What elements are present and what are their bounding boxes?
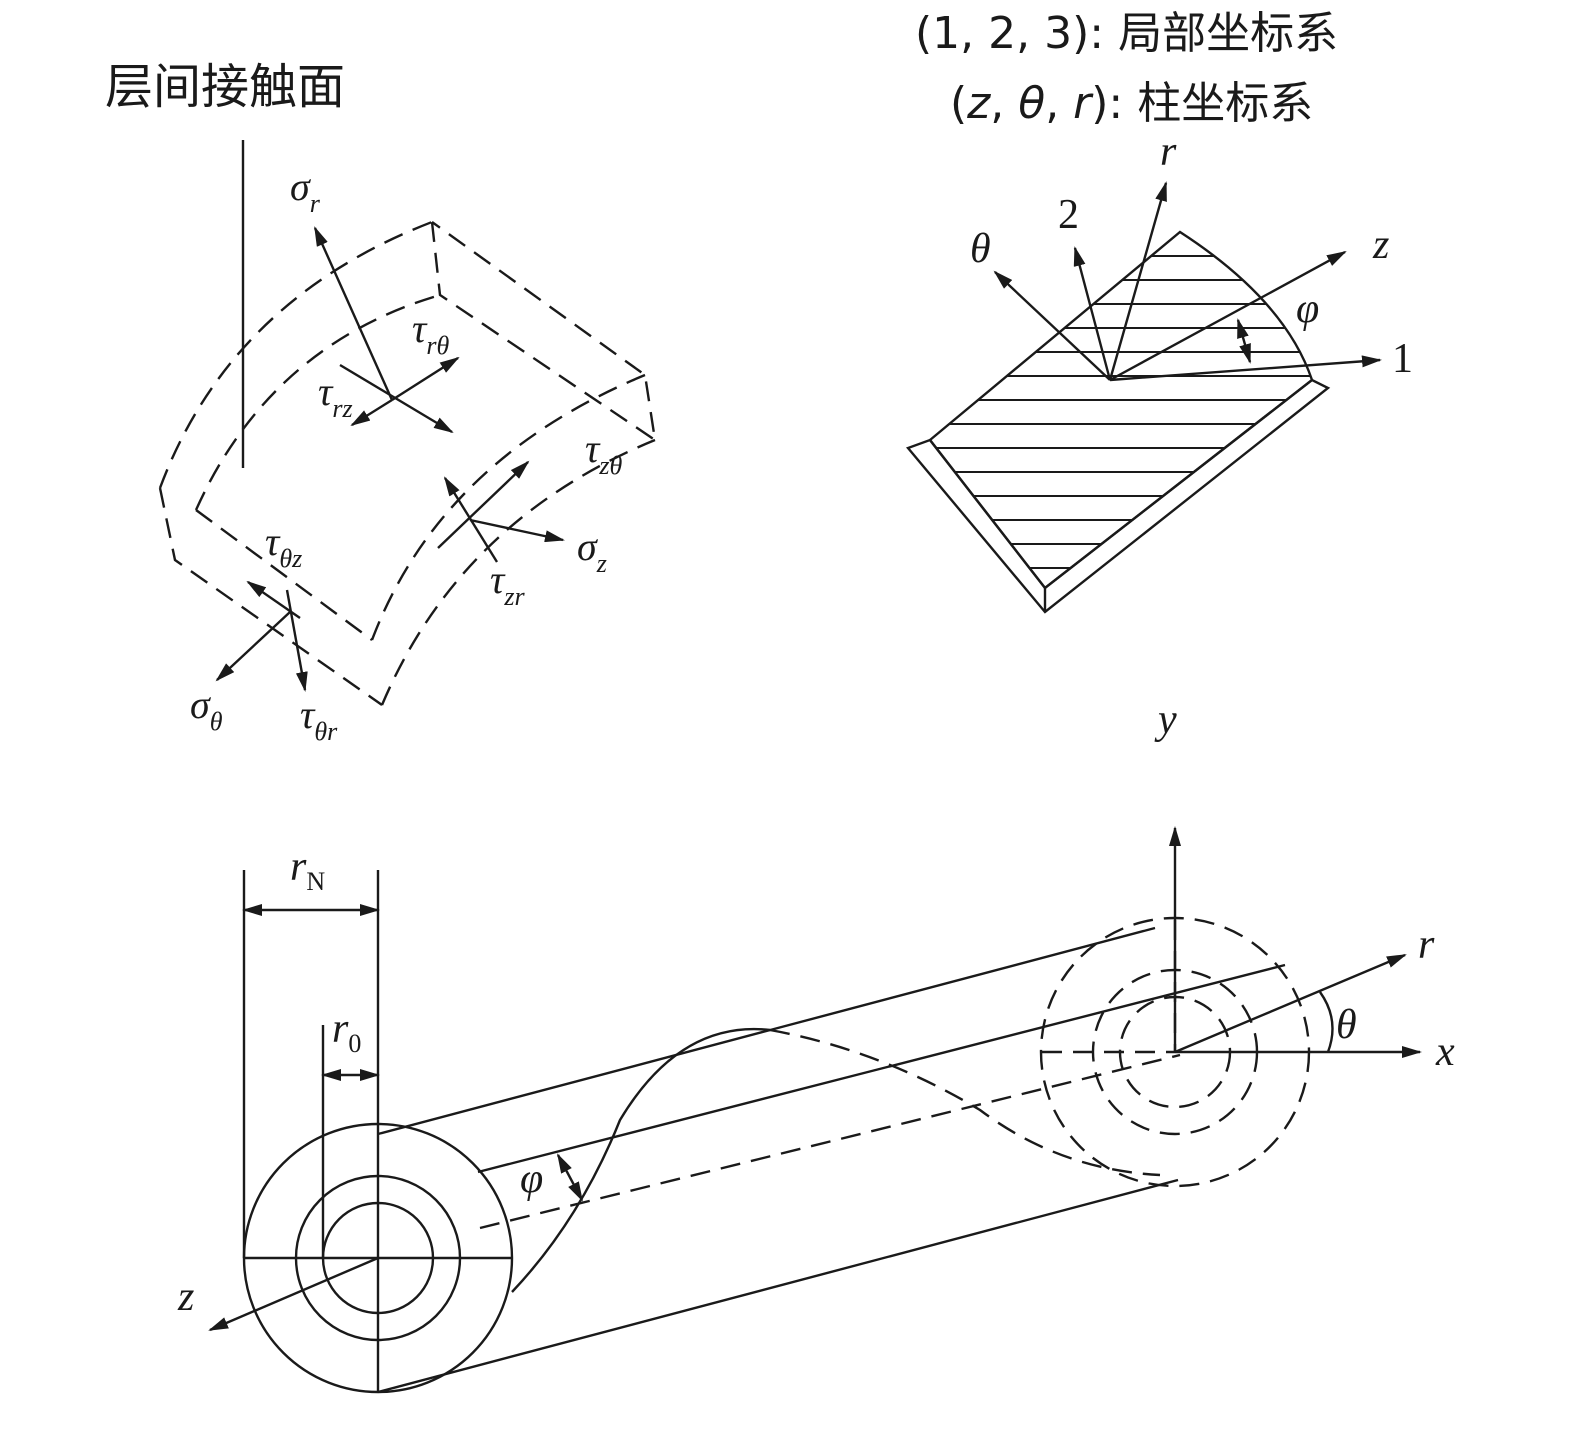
r0-label: r0 [332,1006,361,1058]
sigma-r-label: σr [290,164,321,218]
element-inner-bottom-arc [380,438,656,706]
tau-thetar-arrow [285,589,308,692]
ply-top-face [928,230,1314,590]
y-axis-label: y [1154,697,1177,743]
element-outer-top-arc [158,220,433,489]
phi-angle-arrow [556,1153,584,1202]
element-left-inner-edge [195,509,373,641]
r-axis-arrow [1174,953,1407,1054]
r-axis-label: r [1418,922,1435,968]
tau-zr-label: τzr [490,557,525,611]
element-inner-top-arc [194,293,441,511]
stress-element: 层间接触面 σr τrθ τrz τzθ σz τzr τθz σθ τθr [105,59,657,746]
ply-fiber-hatching [930,232,1312,569]
sigma-theta-label: σθ [190,682,223,736]
cylinder-top-edge [377,926,1156,1136]
element-right-edge [430,221,657,443]
ply-axis-z [1109,250,1347,382]
cylinder-hidden-inner-line [479,1053,1181,1230]
ply-axis-1 [1109,355,1382,382]
tau-ztheta-arrow [437,460,530,549]
element-outer-bottom-arc [370,373,646,641]
helix-back-path [769,1028,1161,1177]
phi-angle-label: φ [520,1156,543,1202]
ply-angle-phi-label: φ [1296,286,1319,332]
ply-axis-r [1108,181,1168,381]
tau-zr-arrow [443,476,499,563]
ply-axis-theta-label: θ [970,226,991,272]
ply-angle-phi-arrow [1236,318,1252,364]
rN-label: rN [290,844,325,896]
cylinder-diagram: y x r θ z φ rN r0 [177,697,1455,1394]
z-axis-label: z [177,1274,194,1320]
x-axis-label: x [1435,1029,1455,1075]
ply-element: (1, 2, 3): 局部坐标系 (z, θ, r): 柱坐标系 r [905,8,1413,614]
helix-front-path [511,1027,771,1293]
tau-thetaz-label: τθz [265,519,302,573]
ply-axis-z-label: z [1372,222,1389,268]
ply-axis-1-label: 1 [1392,336,1413,382]
ply-axis-theta [993,270,1111,381]
sigma-z-label: σz [577,524,607,578]
ply-axis-2 [1073,246,1112,381]
cylindrical-coords-label: (z, θ, r): 柱坐标系 [950,78,1313,129]
element-left-edge [158,487,383,706]
local-coords-label: (1, 2, 3): 局部坐标系 [915,8,1338,59]
tau-ztheta-label: τzθ [585,426,622,480]
ply-axis-2-label: 2 [1058,192,1079,238]
tau-rz-back-arrow [350,398,393,427]
tau-thetar-label: τθr [300,692,338,746]
theta-angle-arc [1319,991,1334,1053]
ply-axis-r-label: r [1160,129,1177,175]
tau-rz-arrow [339,363,454,434]
interlayer-surface-label: 层间接触面 [105,59,345,115]
sigma-r-arrow [313,226,394,401]
theta-angle-label: θ [1336,1002,1357,1048]
z-axis-arrow [208,1256,379,1332]
cylinder-inner-top-line [477,963,1286,1174]
sigma-theta-arrow [215,611,291,682]
tau-rtheta-label: τrθ [412,306,449,360]
cylinder-bottom-edge [377,1178,1179,1394]
tau-rtheta-arrow [391,356,460,402]
sigma-z-arrow [469,518,565,543]
tau-rz-label: τrz [318,369,353,423]
